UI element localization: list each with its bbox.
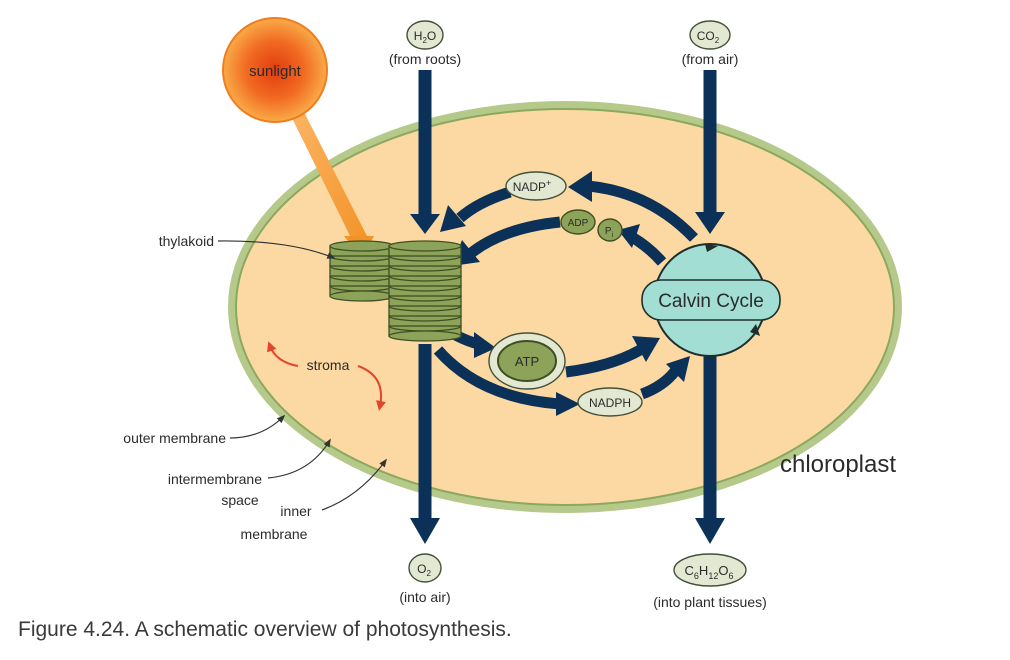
stroma-annotation: stroma xyxy=(267,341,386,411)
chloroplast xyxy=(228,101,902,513)
atp-molecule xyxy=(497,340,557,382)
glucose-output: C6H12O6 (into plant tissues) xyxy=(653,553,767,610)
light-beam xyxy=(290,108,370,248)
granum-large xyxy=(388,240,462,342)
calvin-cycle-label-box xyxy=(641,279,781,321)
adp-molecule xyxy=(560,209,596,235)
nadp-to-thylakoid-arrow xyxy=(456,186,512,223)
co2-source-label: (from air) xyxy=(682,51,739,67)
calvin-cycle-arrowhead-bottom xyxy=(750,324,760,336)
intermembrane-leader-line xyxy=(267,438,331,479)
sun: sunlight xyxy=(222,17,374,258)
stroma-red-arrow-right xyxy=(357,365,386,411)
co2-badge xyxy=(689,20,731,50)
nadph-molecule xyxy=(577,387,643,417)
atp-label: ATP xyxy=(515,354,539,369)
thylakoid-label: thylakoid xyxy=(159,233,214,249)
co2-inflow-arrowhead xyxy=(695,212,725,234)
inner-membrane-shape xyxy=(235,108,895,506)
co2-formula: CO2 xyxy=(697,29,720,45)
sun-disc xyxy=(222,17,328,123)
atp-to-calvin-arrow xyxy=(565,345,643,378)
callouts: thylakoid outer membrane intermembrane s… xyxy=(123,233,896,542)
cycle-arrows xyxy=(432,171,698,416)
stroma-label: stroma xyxy=(307,357,350,373)
calvin-to-adp-arrowhead xyxy=(618,224,640,248)
pi-molecule xyxy=(597,218,623,242)
thylakoid-to-nadph-arrow xyxy=(433,346,561,410)
thylakoid-disc-rim xyxy=(388,240,462,252)
glucose-destination-label: (into plant tissues) xyxy=(653,594,767,610)
nadp-molecule xyxy=(505,171,567,201)
figure-caption: Figure 4.24. A schematic overview of pho… xyxy=(18,618,512,641)
pi-label: Pi xyxy=(605,226,614,239)
granum-small xyxy=(329,240,395,302)
intermembrane-label-line1: intermembrane xyxy=(168,471,262,487)
sunlight-label: sunlight xyxy=(249,63,302,80)
oxygen-outflow-arrowhead xyxy=(410,518,440,544)
glucose-badge xyxy=(673,553,747,587)
calvin-cycle: Calvin Cycle xyxy=(641,243,781,357)
thylakoid-disc-base xyxy=(329,290,395,302)
calvin-to-nadp-arrowhead xyxy=(568,171,592,202)
glucose-formula: C6H12O6 xyxy=(685,563,734,581)
inner-membrane-label-line1: inner xyxy=(280,503,311,519)
inner-membrane-leader-line xyxy=(321,458,387,511)
outer-membrane-label: outer membrane xyxy=(123,430,226,446)
thylakoid-stacks xyxy=(329,240,462,342)
oxygen-badge xyxy=(408,553,442,583)
glucose-outflow-arrowhead xyxy=(695,518,725,544)
inner-membrane-label-line2: membrane xyxy=(241,526,308,542)
thylakoid-disc-base xyxy=(388,330,462,342)
oxygen-output: O2 (into air) xyxy=(399,553,451,605)
outer-membrane-leader-line xyxy=(229,414,286,439)
nadph-to-calvin-arrow xyxy=(640,366,681,400)
water-input: H2O (from roots) xyxy=(389,20,461,67)
water-formula: H2O xyxy=(414,29,436,45)
nadph-to-calvin-arrowhead xyxy=(666,356,690,382)
thylakoid-disc-rim xyxy=(329,240,395,252)
stroma-red-arrow-left xyxy=(267,341,299,367)
calvin-cycle-label: Calvin Cycle xyxy=(658,291,764,312)
chloroplast-label: chloroplast xyxy=(780,451,896,478)
water-source-label: (from roots) xyxy=(389,51,461,67)
atp-to-calvin-arrowhead xyxy=(632,336,660,362)
intermembrane-label-line2: space xyxy=(221,492,259,508)
thylakoid-to-nadph-arrowhead xyxy=(556,392,580,416)
oxygen-destination-label: (into air) xyxy=(399,589,450,605)
thylakoid-to-atp-arrowhead xyxy=(474,332,496,358)
water-inflow-arrowhead xyxy=(410,214,440,234)
thylakoid-leader-line xyxy=(217,240,336,259)
adp-to-thylakoid-arrow xyxy=(466,216,561,259)
water-badge xyxy=(406,20,444,50)
oxygen-formula: O2 xyxy=(417,562,431,578)
adp-label: ADP xyxy=(568,218,589,229)
nadp-label: NADP+ xyxy=(513,178,552,194)
molecules: NADP+ ADP Pi ATP NADPH xyxy=(488,171,643,417)
vertical-flows xyxy=(410,70,725,544)
nadp-to-thylakoid-arrowhead xyxy=(440,205,466,232)
nadph-label: NADPH xyxy=(589,396,631,410)
co2-input: CO2 (from air) xyxy=(682,20,739,67)
calvin-cycle-arrowhead-top xyxy=(705,244,718,252)
calvin-to-nadp-arrow xyxy=(587,180,698,242)
